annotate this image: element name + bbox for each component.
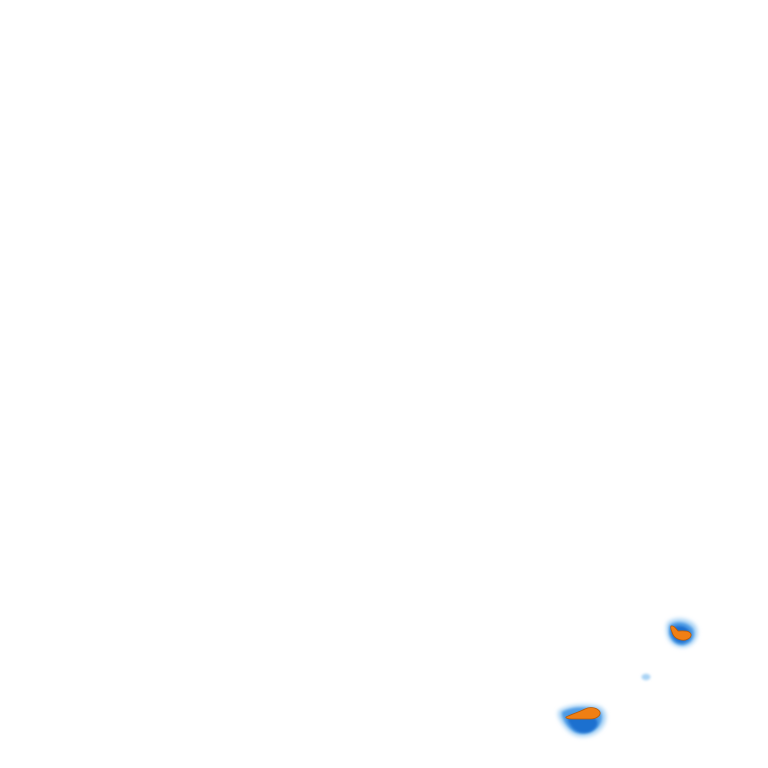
precip-light-band bbox=[641, 673, 651, 681]
precip-intense-core bbox=[565, 707, 601, 720]
precip-intense-core bbox=[670, 625, 692, 641]
precip-cell-small bbox=[641, 673, 651, 681]
precip-cell-east bbox=[666, 618, 698, 648]
precip-cell-south bbox=[558, 704, 607, 737]
